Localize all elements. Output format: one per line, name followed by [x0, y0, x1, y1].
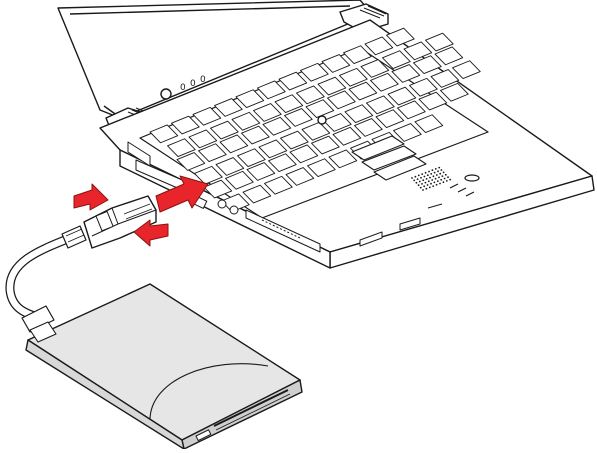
floppy-drive — [26, 284, 302, 449]
speaker-hole — [428, 180, 430, 182]
speaker-hole — [413, 180, 415, 182]
speaker-hole — [427, 174, 429, 176]
speaker-hole — [431, 179, 433, 181]
speaker-hole — [436, 184, 438, 186]
speaker-hole — [434, 182, 436, 184]
led-label-2: 0 — [190, 79, 196, 89]
speaker-hole — [443, 181, 445, 183]
speaker-hole — [423, 185, 425, 187]
speaker-hole — [428, 171, 430, 173]
speaker-hole — [426, 188, 428, 190]
speaker-hole — [438, 177, 440, 179]
speaker-hole — [418, 184, 420, 186]
speaker-hole — [442, 175, 444, 177]
speaker-hole — [425, 182, 427, 184]
speaker-hole — [418, 175, 420, 177]
speaker-hole — [443, 172, 445, 174]
speaker-hole — [429, 187, 431, 189]
speaker-hole — [421, 183, 423, 185]
speaker-hole — [440, 179, 442, 181]
speaker-hole — [437, 180, 439, 182]
speaker-hole — [438, 167, 440, 169]
led-label-1: 0 — [180, 83, 186, 93]
speaker-hole — [446, 180, 448, 182]
speaker-hole — [411, 177, 413, 179]
speaker-hole — [417, 178, 419, 180]
keyboard-key — [453, 61, 481, 79]
speaker-hole — [435, 168, 437, 170]
speaker-hole — [432, 169, 434, 171]
speaker-hole — [430, 173, 432, 175]
speaker-hole — [422, 189, 424, 191]
speaker-hole — [434, 172, 436, 174]
speaker-hole — [433, 175, 435, 177]
speaker-hole — [444, 178, 446, 180]
speaker-hole — [421, 173, 423, 175]
speaker-hole — [447, 176, 449, 178]
speaker-hole — [425, 172, 427, 174]
speaker-hole — [420, 187, 422, 189]
speaker-hole — [439, 183, 441, 185]
speaker-hole — [432, 185, 434, 187]
speaker-hole — [441, 169, 443, 171]
speaker-hole — [437, 170, 439, 172]
speaker-hole — [426, 178, 428, 180]
speaker-hole — [430, 183, 432, 185]
speaker-hole — [415, 176, 417, 178]
press-arrow-icon — [74, 184, 108, 210]
led-label-3: 0 — [200, 75, 206, 85]
speaker-hole — [420, 177, 422, 179]
speaker-hole — [449, 179, 451, 181]
speaker-hole — [427, 184, 429, 186]
speaker-hole — [419, 181, 421, 183]
speaker-hole — [429, 177, 431, 179]
speaker-hole — [424, 176, 426, 178]
power-button — [161, 89, 171, 99]
pointing-stick — [318, 116, 326, 124]
speaker-hole — [445, 174, 447, 176]
speaker-hole — [435, 178, 437, 180]
speaker-hole — [422, 179, 424, 181]
speaker-hole — [416, 182, 418, 184]
drive-top — [28, 284, 300, 440]
speaker-hole — [436, 174, 438, 176]
speaker-hole — [439, 173, 441, 175]
